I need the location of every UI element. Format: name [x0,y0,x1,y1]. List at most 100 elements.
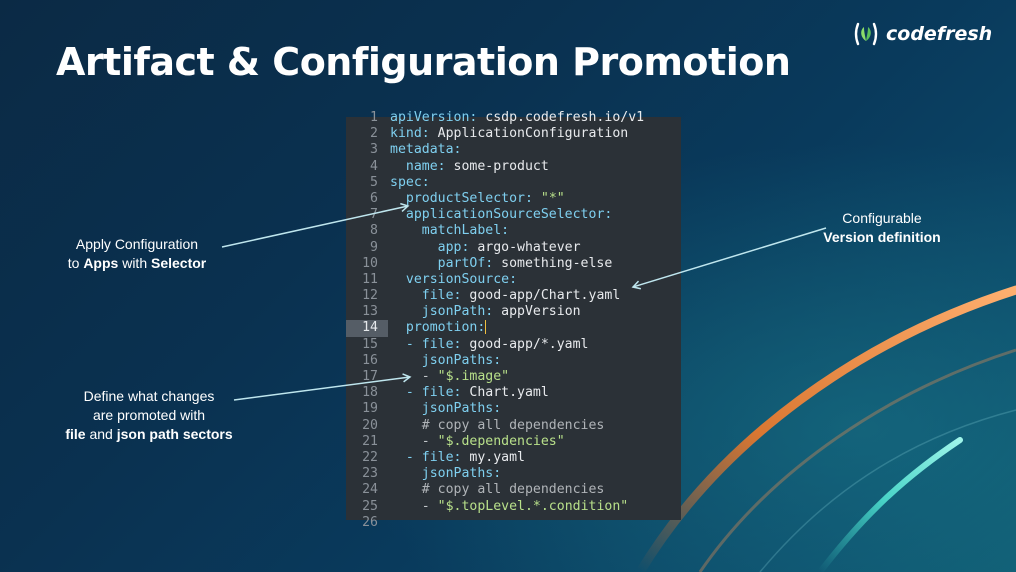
code-value: # copy all dependencies [421,417,605,433]
code-indent [390,369,422,384]
code-line: 21 - "$.dependencies" [346,434,681,450]
code-line: 8 matchLabel: [346,223,681,239]
code-key: promotion: [405,320,486,336]
code-indent [390,434,422,449]
code-key: kind: [390,126,430,142]
line-number: 25 [362,498,378,514]
code-key: metadata: [390,142,462,158]
annotation-bold: Version definition [823,229,941,245]
line-number: 15 [362,336,378,352]
code-text: jsonPaths: [388,401,681,417]
code-text: - file: Chart.yaml [388,385,681,401]
annotation-bold: Apps [83,255,119,271]
code-line: 6 productSelector: "*" [346,191,681,207]
code-indent [390,450,406,465]
code-line: 15 - file: good-app/*.yaml [346,337,681,353]
code-indent [390,159,406,174]
code-line: 17 - "$.image" [346,369,681,385]
code-key: - file: [405,385,462,401]
code-line: 12 file: good-app/Chart.yaml [346,288,681,304]
line-number: 1 [370,110,378,125]
code-line: 24 # copy all dependencies [346,482,681,498]
annotation-bold: json path sectors [116,426,233,442]
code-text: - "$.dependencies" [388,434,681,450]
code-indent [390,207,406,222]
code-line: 14 promotion: [346,320,681,337]
leaf-in-brackets-icon [852,20,880,48]
code-key: file: [421,288,462,304]
code-indent [390,466,422,481]
code-text: app: argo-whatever [388,240,681,256]
line-number: 26 [362,514,378,530]
code-value: good-app/Chart.yaml [461,288,621,304]
line-number: 9 [370,239,378,255]
code-indent [390,320,406,335]
line-number: 12 [362,288,378,304]
line-number: 21 [362,433,378,449]
code-value: "$.dependencies" [437,433,565,449]
line-number: 23 [362,466,378,482]
annotation-line: to Apps with Selector [54,254,220,273]
code-text: matchLabel: [388,223,681,239]
code-key: partOf: [437,255,494,271]
code-line: 7 applicationSourceSelector: [346,207,681,223]
annotation-bold: Selector [151,255,207,271]
code-text: partOf: something-else [388,256,681,272]
logo-wordmark: codefresh [886,23,993,45]
code-key: jsonPath: [421,304,494,320]
line-number: 13 [362,304,378,320]
code-text: - file: my.yaml [388,450,681,466]
code-indent [390,272,406,287]
code-text: applicationSourceSelector: [388,207,681,223]
code-value: csdp.codefresh.io/v1 [477,110,645,125]
line-number: 6 [370,190,378,206]
line-number: 19 [362,401,378,417]
code-line: 18 - file: Chart.yaml [346,385,681,401]
code-indent [390,353,422,368]
code-indent [390,288,422,303]
code-text: versionSource: [388,272,681,288]
code-value: my.yaml [461,449,525,465]
code-value: "*" [532,190,565,206]
code-value: "$.topLevel.*.condition" [437,498,629,514]
code-key: versionSource: [405,271,518,287]
line-number: 17 [362,369,378,384]
code-line: 9 app: argo-whatever [346,240,681,256]
line-number: 4 [370,158,378,174]
code-indent [390,240,438,255]
code-line: 20 # copy all dependencies [346,418,681,434]
code-indent [390,337,406,352]
code-text: # copy all dependencies [388,482,681,498]
code-text: spec: [388,175,681,191]
code-indent [390,191,406,206]
code-key: - [421,369,438,384]
code-key: jsonPaths: [421,401,502,417]
annotation-text: to [67,255,84,271]
code-value: Chart.yaml [461,385,549,401]
code-line: 10 partOf: something-else [346,256,681,272]
annotation-line: file and json path sectors [44,425,254,444]
line-number: 14 [346,320,388,337]
code-text: metadata: [388,142,681,158]
code-text: - file: good-app/*.yaml [388,337,681,353]
code-indent [390,418,422,433]
page-title: Artifact & Configuration Promotion [56,40,791,84]
annotation-line: Define what changes [83,388,215,404]
code-key: - [421,433,438,449]
annotation-line: are promoted with [92,407,206,423]
code-line: 26 [346,515,681,531]
annotation-text: with [118,255,151,271]
code-indent [390,385,406,400]
code-key: matchLabel: [421,223,510,239]
code-indent [390,256,438,271]
code-line: 23 jsonPaths: [346,466,681,482]
code-indent [390,482,422,497]
code-key: apiVersion: [390,110,478,125]
annotation-text: and [85,426,117,442]
code-value: appVersion [493,304,581,320]
code-text: apiVersion: csdp.codefresh.io/v1 [388,110,681,126]
code-line: 19 jsonPaths: [346,401,681,417]
code-value: ApplicationConfiguration [429,126,629,142]
